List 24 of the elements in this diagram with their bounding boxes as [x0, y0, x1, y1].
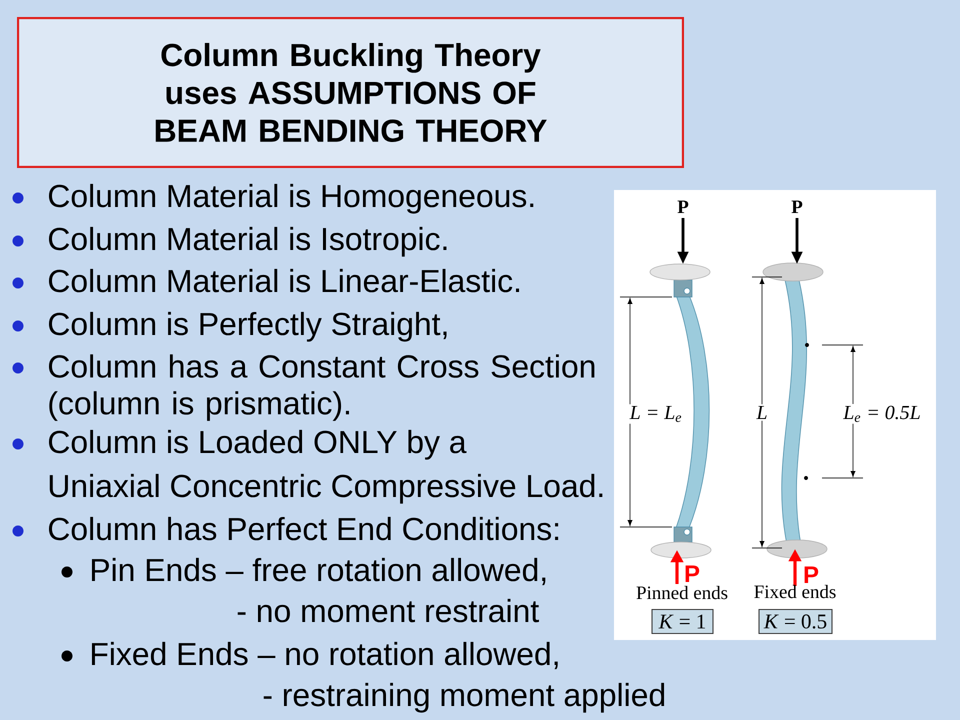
bullet-text: Column is Loaded ONLY by a	[48, 430, 467, 460]
bullet-text: Column has a Constant Cross Section (column is prismatic).	[48, 354, 594, 421]
bullet-text: Pin Ends – free rotation allowed,	[92, 558, 546, 586]
bullet-text: Column has Perfect End Conditions:	[48, 516, 558, 540]
coefficient-box: K = 1	[651, 608, 714, 634]
bullet-text: Column Material is Linear-Elastic.	[48, 268, 520, 292]
dimension-label: L	[754, 404, 770, 421]
dimension-label: L = L$_{e}$	[628, 404, 684, 424]
bullet-text: Fixed Ends – no rotation allowed,	[92, 642, 558, 670]
bullet-text: Column Material is Homogeneous.	[48, 184, 534, 214]
dimension-label: L$_{e}$ = 0.5L	[841, 404, 923, 424]
bullet-text: - no moment restraint	[238, 598, 539, 622]
load-label: P	[686, 566, 700, 582]
title-box: Column Buckling Theory uses ASSUMPTIONS OF BEAM BENDING THEORY	[17, 16, 684, 168]
bullet-text: Column is Perfectly Straight,	[48, 312, 447, 342]
coefficient-box: K = 0.5	[758, 608, 833, 634]
bullet-text: Column Material is Isotropic.	[48, 226, 446, 257]
load-label: P	[678, 200, 688, 213]
load-label: P	[804, 566, 818, 583]
support-caption: Pinned ends	[636, 586, 728, 600]
load-label: P	[792, 200, 802, 213]
support-caption: Fixed ends	[754, 584, 836, 598]
bullet-text: - restraining moment applied	[264, 682, 664, 713]
bullet-text: Uniaxial Concentric Compressive Load.	[50, 474, 602, 504]
